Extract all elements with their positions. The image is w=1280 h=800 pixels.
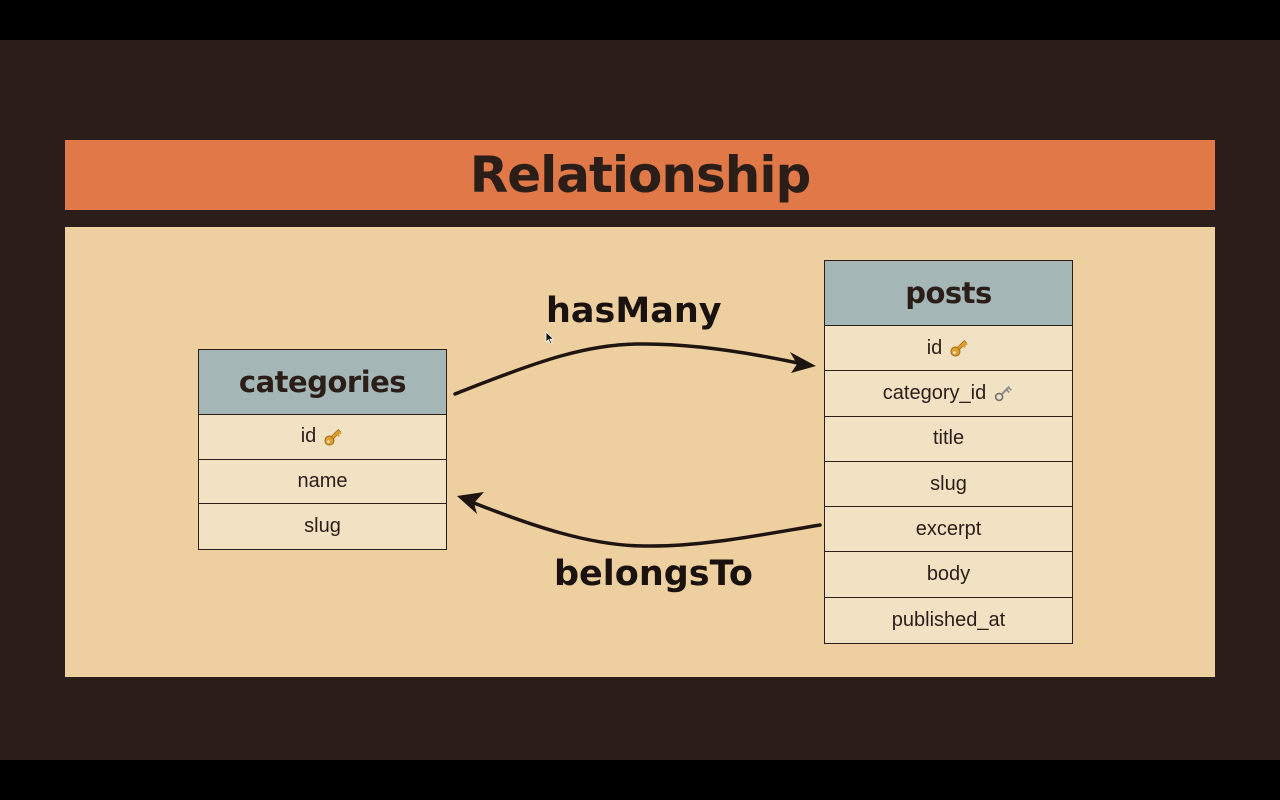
column-label: slug: [304, 515, 341, 538]
slide-title: Relationship: [469, 146, 812, 204]
belongs-to-label: belongsTo: [554, 554, 753, 594]
posts-column-category-id: category_id: [825, 371, 1072, 417]
categories-column-name: name: [199, 460, 446, 505]
title-bar: Relationship: [65, 140, 1215, 210]
categories-column-slug: slug: [199, 504, 446, 549]
column-label: title: [932, 427, 965, 450]
posts-table-header: posts: [825, 261, 1072, 326]
column-label: published_at: [891, 608, 1006, 631]
posts-table-name: posts: [905, 276, 992, 310]
column-label: excerpt: [915, 517, 982, 540]
categories-table-name: categories: [238, 365, 407, 399]
categories-table: categories id name slug: [198, 349, 447, 551]
column-label: id: [300, 425, 317, 448]
posts-column-id: id: [825, 326, 1072, 372]
column-label: body: [926, 563, 971, 586]
posts-column-excerpt: excerpt: [825, 507, 1072, 553]
column-label: slug: [930, 472, 967, 495]
primary-key-icon: [322, 426, 344, 448]
primary-key-icon: [948, 337, 970, 359]
foreign-key-icon: [992, 382, 1014, 404]
posts-column-title: title: [825, 417, 1072, 462]
mouse-cursor-icon: [545, 331, 555, 345]
posts-column-published-at: published_at: [825, 598, 1072, 643]
posts-column-body: body: [825, 552, 1072, 598]
categories-column-id: id: [199, 415, 446, 460]
posts-column-slug: slug: [825, 462, 1072, 508]
has-many-label: hasMany: [546, 291, 722, 331]
column-label: id: [926, 336, 943, 359]
column-label: name: [297, 470, 348, 493]
posts-table: posts id category_id: [824, 260, 1073, 645]
column-label: category_id: [882, 381, 987, 404]
categories-table-header: categories: [199, 350, 446, 415]
